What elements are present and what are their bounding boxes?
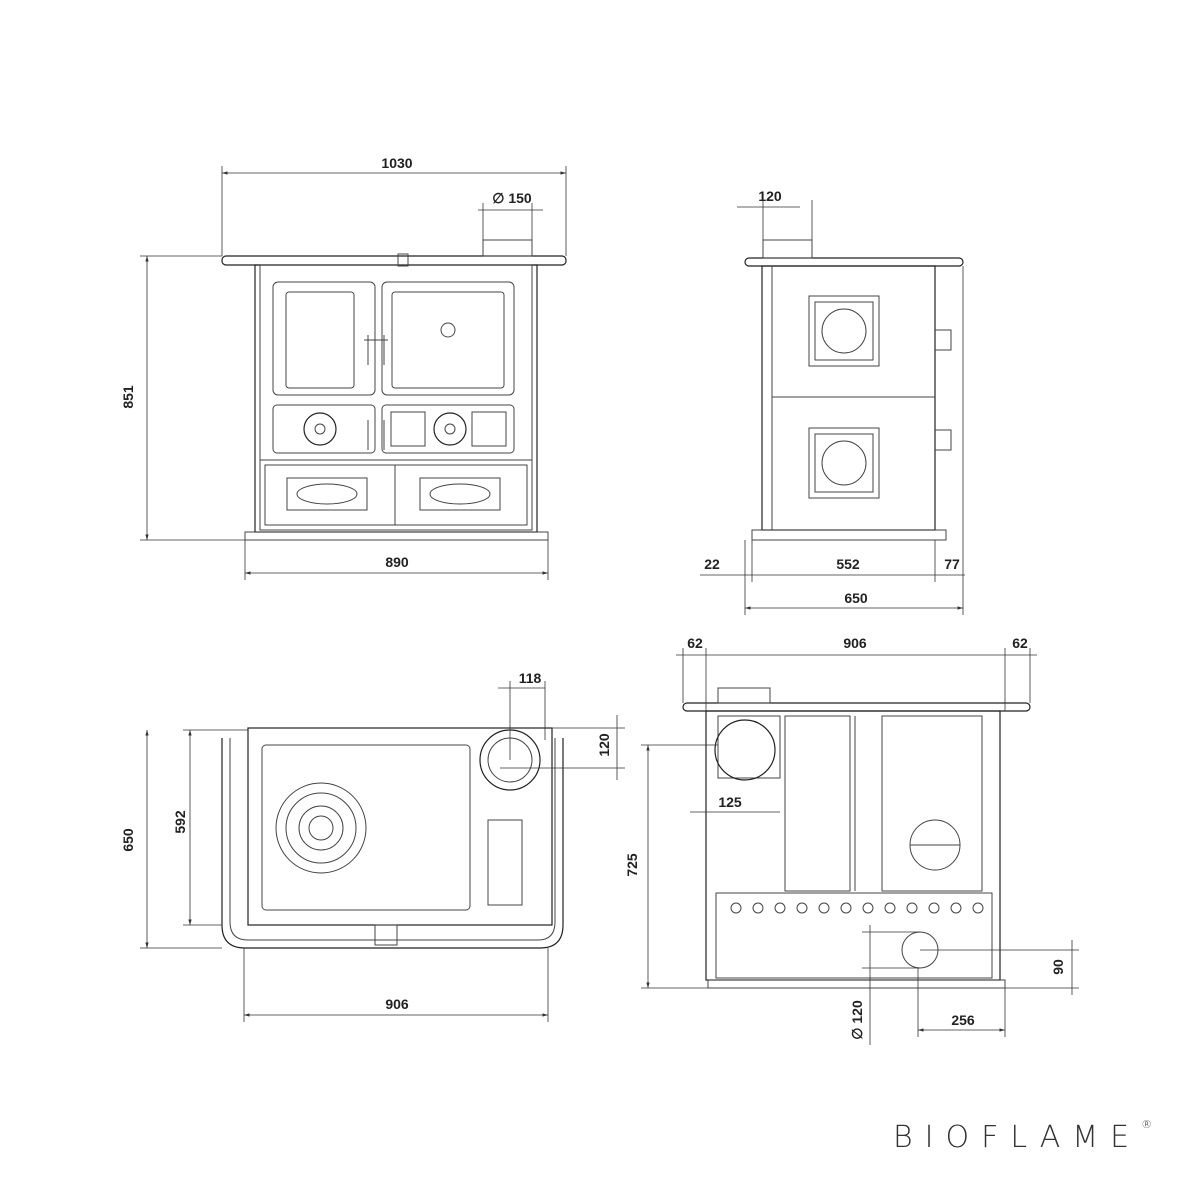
dim-118: 118 xyxy=(519,670,542,686)
front-view xyxy=(221,239,567,541)
dim-62-right: 62 xyxy=(1012,635,1028,651)
registered-mark: ® xyxy=(1141,1118,1153,1131)
top-view xyxy=(221,727,564,949)
dim-top-120: 120 xyxy=(596,733,612,757)
dim-22: 22 xyxy=(704,556,720,572)
dim-flue-150: ∅ 150 xyxy=(492,190,532,206)
dim-77: 77 xyxy=(944,556,960,572)
dim-552: 552 xyxy=(836,556,860,572)
back-dimensions: 62 906 62 125 725 90 256 ∅ 120 xyxy=(624,635,1079,1045)
dim-side-650: 650 xyxy=(844,590,868,606)
dim-1030: 1030 xyxy=(381,155,412,171)
dim-256: 256 xyxy=(951,1012,975,1028)
bioflame-logo: BIOFLAME® xyxy=(893,1118,1153,1155)
dim-inlet-120: ∅ 120 xyxy=(849,1000,865,1040)
front-dimensions: 1030 ∅ 150 851 890 xyxy=(120,155,567,580)
dim-592: 592 xyxy=(172,810,188,834)
dim-890: 890 xyxy=(385,554,409,570)
brand-name: BIOFLAME xyxy=(893,1120,1142,1155)
dim-90: 90 xyxy=(1050,959,1066,975)
vent-holes xyxy=(730,902,984,914)
dim-top-650: 650 xyxy=(120,828,136,852)
back-view xyxy=(682,687,1031,989)
dim-725: 725 xyxy=(624,853,640,877)
side-view xyxy=(744,239,964,541)
dim-top-906: 906 xyxy=(385,996,409,1012)
side-dimensions: 120 22 552 77 650 xyxy=(700,188,965,615)
dim-back-906: 906 xyxy=(843,635,867,651)
dim-62-left: 62 xyxy=(687,635,703,651)
top-dimensions: 118 120 592 650 906 xyxy=(120,670,625,1022)
dim-side-120: 120 xyxy=(758,188,782,204)
dim-125: 125 xyxy=(718,794,742,810)
dim-851: 851 xyxy=(120,385,136,409)
